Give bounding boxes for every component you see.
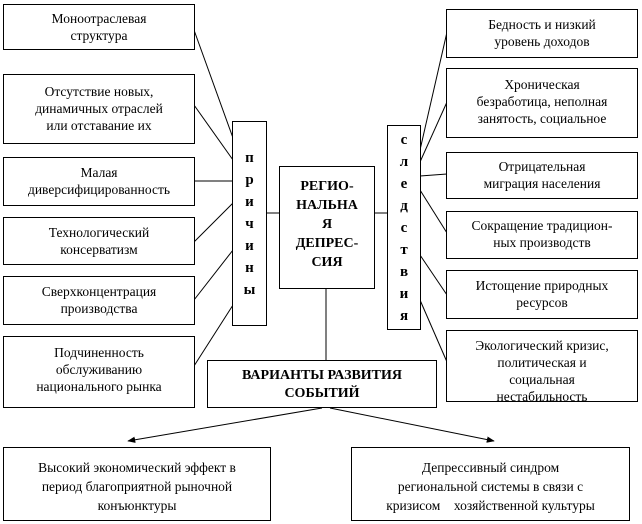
causes-label-box: п р и ч и н ы (232, 121, 267, 326)
cause-text: Моноотраслевая (51, 11, 147, 26)
causes-label-letter: р (245, 171, 254, 188)
variants-text: СОБЫТИЙ (284, 386, 360, 401)
center-text: Я (321, 217, 333, 232)
connector-effect-6 (419, 299, 448, 363)
cause-text: обслуживанию (55, 362, 143, 377)
effect-box: Отрицательная миграция населения (446, 152, 638, 199)
effects-label-letter: т (400, 241, 408, 258)
outcome-box: Высокий экономический эффект в период бл… (3, 447, 271, 521)
effects-label-letter: и (399, 285, 409, 302)
cause-box: Малая диверсифицированность (3, 157, 195, 206)
variants-box: ВАРИАНТЫ РАЗВИТИЯ СОБЫТИЙ (207, 360, 437, 408)
connector-effect-3 (419, 173, 448, 177)
connector-effect-5 (419, 254, 448, 296)
effect-text: Бедность и низкий (488, 17, 596, 32)
causes-label-letter: и (245, 237, 254, 254)
effects-label-box: с л е д с т в и я (387, 125, 421, 330)
connector-cause-1 (193, 29, 234, 139)
effect-box: Истощение природных ресурсов (446, 270, 638, 319)
causes-label-letter: и (245, 193, 254, 210)
center-text: НАЛЬНА (296, 198, 358, 213)
effects-label-letter: в (399, 263, 409, 280)
outcome-text: Высокий экономический эффект в (38, 460, 236, 475)
effect-text: Хроническая (504, 77, 580, 92)
effects-label-letter: д (400, 197, 408, 214)
center-text: СИЯ (311, 255, 343, 270)
cause-box: Отсутствие новых, динамичных отраслей ил… (3, 74, 195, 144)
cause-text: Технологический (48, 225, 150, 240)
cause-text: консерватизм (60, 242, 138, 257)
cause-box: Технологический консерватизм (3, 217, 195, 265)
connector-cause-5 (193, 249, 234, 301)
effect-text: ресурсов (516, 295, 568, 310)
cause-box: Моноотраслевая структура (3, 4, 195, 50)
outcome-text: региональной системы в связи с (397, 479, 584, 494)
cause-text: Подчиненность (54, 345, 144, 360)
arrow-to-outcome-1 (127, 407, 323, 443)
cause-text: или отставание их (46, 118, 152, 133)
effect-text: безработица, неполная (476, 94, 608, 109)
effects-label-letter: с (400, 219, 408, 236)
effects-label-letter: л (399, 153, 409, 170)
variants-text: ВАРИАНТЫ РАЗВИТИЯ (241, 368, 403, 383)
causes-label-letter: ы (243, 281, 256, 298)
causes-label-letter: п (245, 149, 254, 166)
cause-text: диверсифицированность (27, 182, 171, 197)
cause-box: Сверхконцентрация производства (3, 276, 195, 325)
center-text: РЕГИО- (300, 179, 354, 194)
cause-text: Малая (80, 165, 118, 180)
cause-box: Подчиненность обслуживанию национального… (3, 336, 195, 408)
effect-text: Отрицательная (498, 159, 586, 174)
effect-text: Экологический кризис, (475, 338, 609, 353)
outcome-text: период благоприятной рыночной (41, 479, 233, 494)
outcome-text: Депрессивный синдром (421, 460, 560, 475)
effect-text: занятость, социальное (477, 111, 607, 126)
connector-effect-1 (419, 31, 448, 151)
connector-cause-6 (193, 304, 234, 367)
causes-label-letter: ч (245, 215, 254, 232)
connector-cause-2 (193, 104, 234, 161)
center-box: РЕГИО- НАЛЬНА Я ДЕПРЕС- СИЯ (279, 166, 375, 289)
connector-effect-2 (419, 101, 448, 163)
effect-text: уровень доходов (494, 34, 590, 49)
effect-text: ных производств (493, 235, 591, 250)
cause-text: Отсутствие новых, (44, 84, 154, 99)
connector-cause-4 (193, 202, 234, 243)
effect-text: Истощение природных (475, 278, 609, 293)
effect-box: Бедность и низкий уровень доходов (446, 9, 638, 58)
effect-box: Хроническая безработица, неполная занято… (446, 68, 638, 138)
connector-effect-4 (419, 189, 448, 234)
outcome-text: конъюнктуры (97, 498, 177, 513)
center-text: ДЕПРЕС- (295, 236, 359, 251)
effect-box: Сокращение традицион- ных производств (446, 211, 638, 259)
outcome-box: Депрессивный синдром региональной систем… (351, 447, 630, 521)
cause-text: производства (60, 301, 138, 316)
effects-label-letter: с (400, 131, 408, 148)
cause-text: структура (70, 28, 128, 43)
effects-label-letter: я (399, 307, 409, 324)
effects-label-letter: е (400, 175, 408, 192)
effect-text: Сокращение традицион- (471, 218, 613, 233)
outcome-text: кризисом хозяйственной культуры (386, 498, 595, 513)
effect-text: политическая и (497, 355, 587, 370)
effect-text: социальная (509, 372, 575, 387)
effect-text: нестабильность (496, 389, 588, 402)
effect-text: миграция населения (483, 176, 601, 191)
effect-box: Экологический кризис, политическая и соц… (446, 330, 638, 402)
cause-text: национального рынка (36, 379, 162, 394)
cause-text: Сверхконцентрация (41, 284, 157, 299)
causes-label-letter: н (245, 259, 254, 276)
cause-text: динамичных отраслей (35, 101, 163, 116)
arrow-to-outcome-2 (329, 407, 495, 443)
